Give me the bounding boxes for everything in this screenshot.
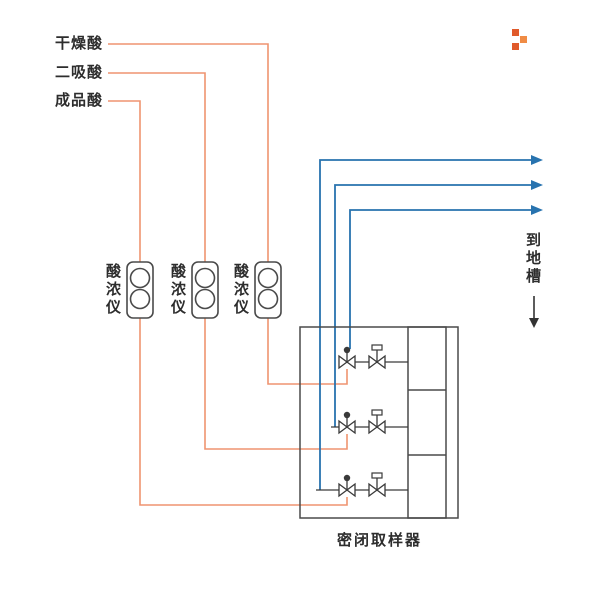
gate-valve-icon (371, 472, 383, 479)
gate-valve-icon (371, 344, 383, 351)
label-closed-sampler: 密闭取样器 (337, 532, 423, 549)
down-arrow-icon (529, 296, 539, 328)
vent-arrow-row2-icon (531, 180, 543, 190)
acid-meter-1 (126, 261, 154, 319)
label-acid-meter-3: 酸浓仪 (232, 263, 249, 317)
label-second-absorption-acid: 二吸酸 (55, 64, 104, 81)
dry-acid-line (108, 43, 348, 385)
acid-meter-2 (191, 261, 219, 319)
vent-arrow-row1-icon (531, 205, 543, 215)
label-product-acid: 成品酸 (55, 92, 104, 109)
vent-line-row1 (349, 209, 531, 349)
sampling-valve-row-2 (331, 409, 408, 435)
sampling-valve-row-3 (316, 472, 408, 498)
vent-arrow-row3-icon (531, 155, 543, 165)
sampling-valve-row-1 (338, 344, 408, 370)
acid-meter-3 (254, 261, 282, 319)
vent-line-row3 (319, 159, 531, 490)
label-to-ground-trench: 到地槽 (524, 232, 541, 286)
gate-valve-icon (371, 409, 383, 416)
ball-valve-icon (343, 346, 351, 354)
vent-line-row2 (334, 184, 531, 427)
sampler-box (299, 326, 459, 519)
label-dry-acid: 干燥酸 (55, 35, 104, 52)
ball-valve-icon (343, 474, 351, 482)
label-acid-meter-1: 酸浓仪 (104, 263, 121, 317)
second-absorption-acid-line (108, 72, 348, 450)
ball-valve-icon (343, 411, 351, 419)
label-acid-meter-2: 酸浓仪 (169, 263, 186, 317)
product-acid-line (108, 100, 348, 506)
logo-icon (512, 29, 527, 50)
